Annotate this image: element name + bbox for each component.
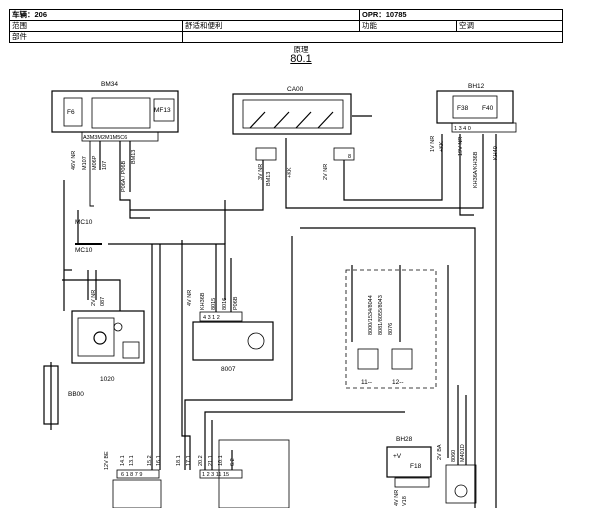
parts-value-cell xyxy=(182,31,563,43)
wire-8081: 8081/8055/8043 xyxy=(378,295,384,335)
wire-bm13-b: BM13 xyxy=(266,172,272,186)
wire-2v-ba: 2V BA xyxy=(437,444,443,460)
mc10-label-b: MC10 xyxy=(75,247,93,254)
code-11-label: 11-- xyxy=(361,379,372,386)
ca00-label: CA00 xyxy=(287,86,304,93)
wire-bm13-a: BM13 xyxy=(131,150,137,164)
wire-14-1: 14.1 xyxy=(120,455,126,466)
wire-bb-4v: 4V NR xyxy=(394,490,400,506)
wire-2v-ca: 2V NR xyxy=(323,164,329,180)
wire-8016: 8016 xyxy=(222,298,228,310)
bh12-pins: 1 3 4 0 xyxy=(454,126,471,132)
header-table: 车辆：206 OPR：10785 范围 舒适和便利 功能 空调 部件 xyxy=(9,9,563,43)
c8007-label: 8007 xyxy=(221,366,236,373)
wire-3v: 3V NR xyxy=(258,164,264,180)
wire-bb-v18: V18 xyxy=(402,496,408,506)
wire-p06b: P06B xyxy=(233,296,239,310)
conn-a-pins: 6 1 8 7 9 xyxy=(121,472,142,478)
wire-2v-1020: 2V NR xyxy=(91,290,97,306)
wire-kk2: +KK xyxy=(439,141,445,152)
wire-ca-pin: 8 xyxy=(348,154,351,160)
wire-21-1: 21.1 xyxy=(208,455,214,466)
wire-m107: M107 xyxy=(82,156,88,170)
mc10-label-a: MC10 xyxy=(75,219,93,226)
wire-8000: 8000/1534/8044 xyxy=(368,295,374,335)
bb00-label: BB00 xyxy=(68,391,84,398)
c8007-pins: 4 3 1 2 xyxy=(203,315,220,321)
bm34-pins: A3M3M2M1M5C6 xyxy=(83,135,127,141)
wire-kh36b: KH36B xyxy=(200,292,206,310)
bh12-label: BH12 xyxy=(468,83,485,90)
c1020-box xyxy=(71,310,145,364)
wire-m06p: M06P xyxy=(92,155,98,170)
bh28-label: BH28 xyxy=(396,436,413,443)
diagram-caption: 原理 xyxy=(293,45,309,54)
wire-4v: 4V NR xyxy=(187,290,193,306)
f40-label: F40 xyxy=(482,105,494,112)
wire-1v: 1V NR xyxy=(430,136,436,152)
mf13-label: MF13 xyxy=(154,107,171,114)
wire-15-2: 15.2 xyxy=(147,455,153,466)
f6-label: F6 xyxy=(67,109,75,116)
diagram-page-number: 80.1 xyxy=(290,53,312,65)
parts-label-cell: 部件 xyxy=(9,31,183,43)
wire-46v: 46V NR xyxy=(71,151,77,170)
wire-12v: 12V BE xyxy=(104,451,110,470)
wire-20-2: 20.2 xyxy=(198,455,204,466)
plus-v-label: +V xyxy=(393,453,402,460)
c1020-label: 1020 xyxy=(100,376,115,383)
wire-p06a: P06A / P06B xyxy=(121,160,127,192)
wire-18-1: 18.1 xyxy=(176,455,182,466)
conn-b-pins: 1 2 3 11 15 xyxy=(202,472,229,478)
wire-13-1: 13.1 xyxy=(129,455,135,466)
wire-19v: 19V NR xyxy=(458,137,464,156)
wire-8076: 8076 xyxy=(388,323,394,335)
wire-m401d: M401D xyxy=(460,444,466,462)
f18-label: F18 xyxy=(410,463,422,470)
wire-17-1: 17.1 xyxy=(186,455,192,466)
ca00-box xyxy=(232,93,352,135)
dashed-group xyxy=(345,269,437,389)
wire-10-1: 10.1 xyxy=(218,455,224,466)
wire-8015: 8015 xyxy=(211,298,217,310)
wire-kh40: KH40 xyxy=(493,146,499,160)
wire-kk: +KK xyxy=(287,167,293,178)
bm34-label: BM34 xyxy=(101,81,118,88)
wire-8060: 8060 xyxy=(451,450,457,462)
wire-kh36: KH36A/KH36B xyxy=(473,151,479,188)
c8007-box xyxy=(192,321,274,361)
wire-107: 107 xyxy=(102,161,108,170)
bh28-box xyxy=(386,446,432,478)
wire-087: 087 xyxy=(100,297,106,306)
code-12-label: 12-- xyxy=(392,379,404,386)
wire-6-2: 6.2 xyxy=(230,458,236,466)
f38-label: F38 xyxy=(457,105,469,112)
wire-16-1: 16.1 xyxy=(156,455,162,466)
